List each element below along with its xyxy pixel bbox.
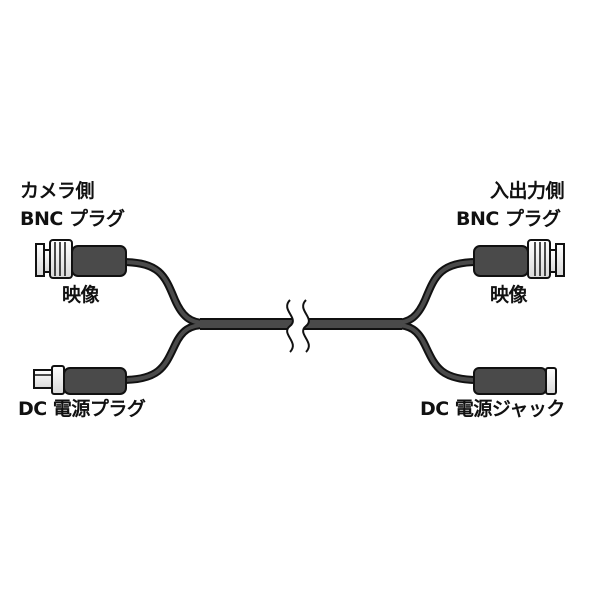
left-top-label-line2: BNC プラグ xyxy=(20,208,125,230)
left-dc-plug xyxy=(33,365,127,395)
left-bnc-plug xyxy=(35,239,127,279)
right-video-label: 映像 xyxy=(490,284,528,306)
left-dc-label: DC 電源プラグ xyxy=(18,398,146,420)
right-dc-jack xyxy=(473,367,557,395)
right-dc-label: DC 電源ジャック xyxy=(420,398,565,420)
right-bnc-plug xyxy=(473,239,565,279)
left-cable-branches xyxy=(118,258,294,384)
cable-break-mark xyxy=(286,299,310,353)
left-top-label-line1: カメラ側 xyxy=(20,180,95,202)
right-top-label-line1: 入出力側 xyxy=(490,180,565,202)
left-video-label: 映像 xyxy=(62,284,100,306)
right-cable-branches xyxy=(300,258,482,384)
right-top-label-line2: BNC プラグ xyxy=(456,208,561,230)
